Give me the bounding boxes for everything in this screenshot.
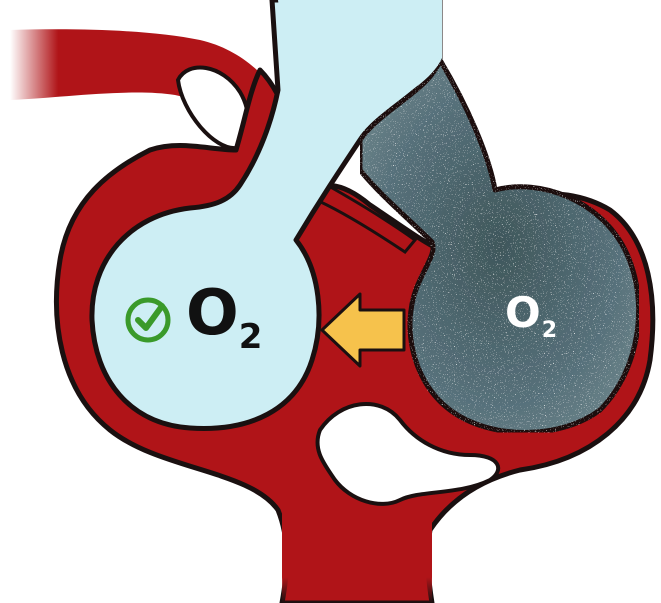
- airway-split: [278, 0, 442, 150]
- blood-vessel-top-left: [10, 29, 278, 140]
- arrow-left-icon: [320, 292, 406, 368]
- healthy-oxygen-label: O2: [186, 282, 262, 355]
- capillary-gap: [315, 402, 501, 506]
- healthy-oxygen-symbol: O: [186, 276, 239, 349]
- alveolus-affected: [357, 57, 642, 435]
- affected-oxygen-symbol: O: [505, 288, 541, 337]
- check-circle-icon: [125, 297, 171, 343]
- healthy-oxygen-subscript: 2: [238, 317, 263, 357]
- affected-oxygen-subscript: 2: [541, 318, 557, 343]
- capillary-strip: [310, 177, 418, 254]
- affected-oxygen-label: O2: [505, 292, 557, 342]
- blood-vessel-trunk: [282, 500, 432, 603]
